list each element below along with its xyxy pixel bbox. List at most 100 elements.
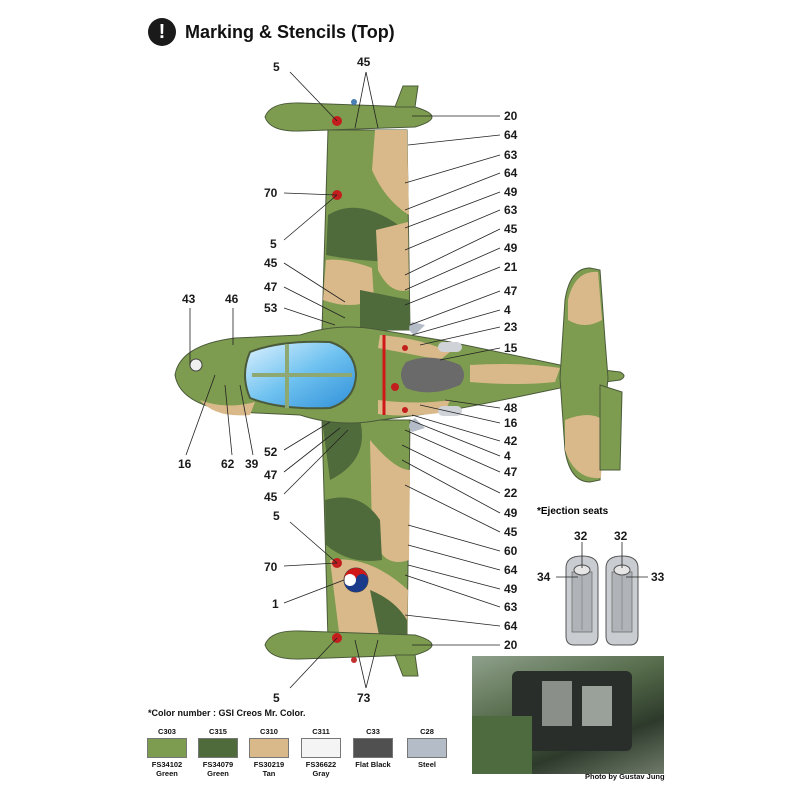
callout-60: 60 <box>504 544 518 558</box>
swatch-code: C33 <box>366 727 380 736</box>
callout-15: 15 <box>504 341 518 355</box>
tip-tank-top <box>264 85 433 132</box>
lower-wing <box>321 419 411 641</box>
callout-labels: 5 45 20 64 63 64 49 63 45 49 21 47 4 23 … <box>178 55 518 705</box>
callout-22: 22 <box>504 486 518 500</box>
swatch-name: Gray <box>312 769 330 778</box>
callout-45: 45 <box>504 525 518 539</box>
page-title: Marking & Stencils (Top) <box>185 21 395 42</box>
swatch-color-box <box>249 738 289 758</box>
callout-46: 46 <box>225 292 239 306</box>
swatch-color-box <box>353 738 393 758</box>
tip-tank-bottom <box>264 630 433 677</box>
callout-70: 70 <box>264 186 278 200</box>
callout-42: 42 <box>504 434 518 448</box>
callout-5: 5 <box>270 237 277 251</box>
callout-73: 73 <box>357 691 371 705</box>
callout-64: 64 <box>504 619 518 633</box>
photo-credit: Photo by Gustav Jung <box>585 772 665 781</box>
swatch-name: Green <box>207 769 229 778</box>
callout-5: 5 <box>273 509 280 523</box>
leader-lines <box>185 71 501 689</box>
callout-23: 23 <box>504 320 518 334</box>
swatch-name: Green <box>156 769 178 778</box>
callout-39: 39 <box>245 457 259 471</box>
swatch-color-box <box>198 738 238 758</box>
callout-49: 49 <box>504 185 518 199</box>
page-header: ! Marking & Stencils (Top) <box>148 17 395 47</box>
callout-4: 4 <box>504 449 511 463</box>
swatch-code: C310 <box>260 727 278 736</box>
callout-64: 64 <box>504 166 518 180</box>
swatch-fs: FS34102 <box>151 760 183 769</box>
callout-70: 70 <box>264 560 278 574</box>
callout-21: 21 <box>504 260 518 274</box>
cockpit-photo <box>472 656 664 774</box>
swatch-name: Steel <box>418 760 436 769</box>
callout-47: 47 <box>264 280 278 294</box>
swatch-fs: FS36622 <box>305 760 337 769</box>
callout-45: 45 <box>504 222 518 236</box>
callout-4: 4 <box>504 303 511 317</box>
callout-63: 63 <box>504 600 518 614</box>
swatch-color-box <box>407 738 447 758</box>
swatch-code: C315 <box>209 727 227 736</box>
swatch-fs: FS34079 <box>202 760 234 769</box>
callout-43: 43 <box>182 292 196 306</box>
callout-45: 45 <box>264 256 278 270</box>
callout-64: 64 <box>504 128 518 142</box>
seat-right <box>605 555 639 646</box>
callout-47: 47 <box>504 465 518 479</box>
callout-47: 47 <box>504 284 518 298</box>
fuselage <box>174 326 625 424</box>
swatch-fs: FS30219 <box>253 760 285 769</box>
exclamation-icon: ! <box>148 18 176 46</box>
callout-20: 20 <box>504 109 518 123</box>
callout-64: 64 <box>504 563 518 577</box>
callout-16: 16 <box>178 457 192 471</box>
callout-32: 32 <box>574 529 588 543</box>
aircraft <box>174 85 625 677</box>
roundel-insignia <box>343 567 369 593</box>
callout-52: 52 <box>264 445 278 459</box>
callout-63: 63 <box>504 148 518 162</box>
callout-53: 53 <box>264 301 278 315</box>
ejection-seats: *Ejection seats 32 32 34 33 <box>537 506 665 646</box>
callout-49: 49 <box>504 582 518 596</box>
swatch-code: C303 <box>158 727 176 736</box>
swatch-name: Flat Black <box>355 760 391 769</box>
callout-32: 32 <box>614 529 628 543</box>
callout-47: 47 <box>264 468 278 482</box>
callout-5: 5 <box>273 691 280 705</box>
callout-48: 48 <box>504 401 518 415</box>
callout-33: 33 <box>651 570 665 584</box>
color-note: *Color number : GSI Creos Mr. Color. <box>148 708 306 718</box>
callout-45: 45 <box>264 490 278 504</box>
upper-wing <box>321 129 411 331</box>
swatch-color-box <box>301 738 341 758</box>
swatch-color-box <box>147 738 187 758</box>
callout-20: 20 <box>504 638 518 652</box>
callout-62: 62 <box>221 457 235 471</box>
seat-left <box>565 555 599 646</box>
swatch-name: Tan <box>262 769 276 778</box>
swatch-code: C28 <box>420 727 434 736</box>
callout-5: 5 <box>273 60 280 74</box>
callout-49: 49 <box>504 241 518 255</box>
callout-49: 49 <box>504 506 518 520</box>
swatch-code: C311 <box>312 727 330 736</box>
callout-45: 45 <box>357 55 371 69</box>
callout-63: 63 <box>504 203 518 217</box>
seats-caption: *Ejection seats <box>537 506 609 517</box>
callout-1: 1 <box>272 597 279 611</box>
callout-16: 16 <box>504 416 518 430</box>
horizontal-stabilizer <box>559 267 623 483</box>
callout-34: 34 <box>537 570 551 584</box>
